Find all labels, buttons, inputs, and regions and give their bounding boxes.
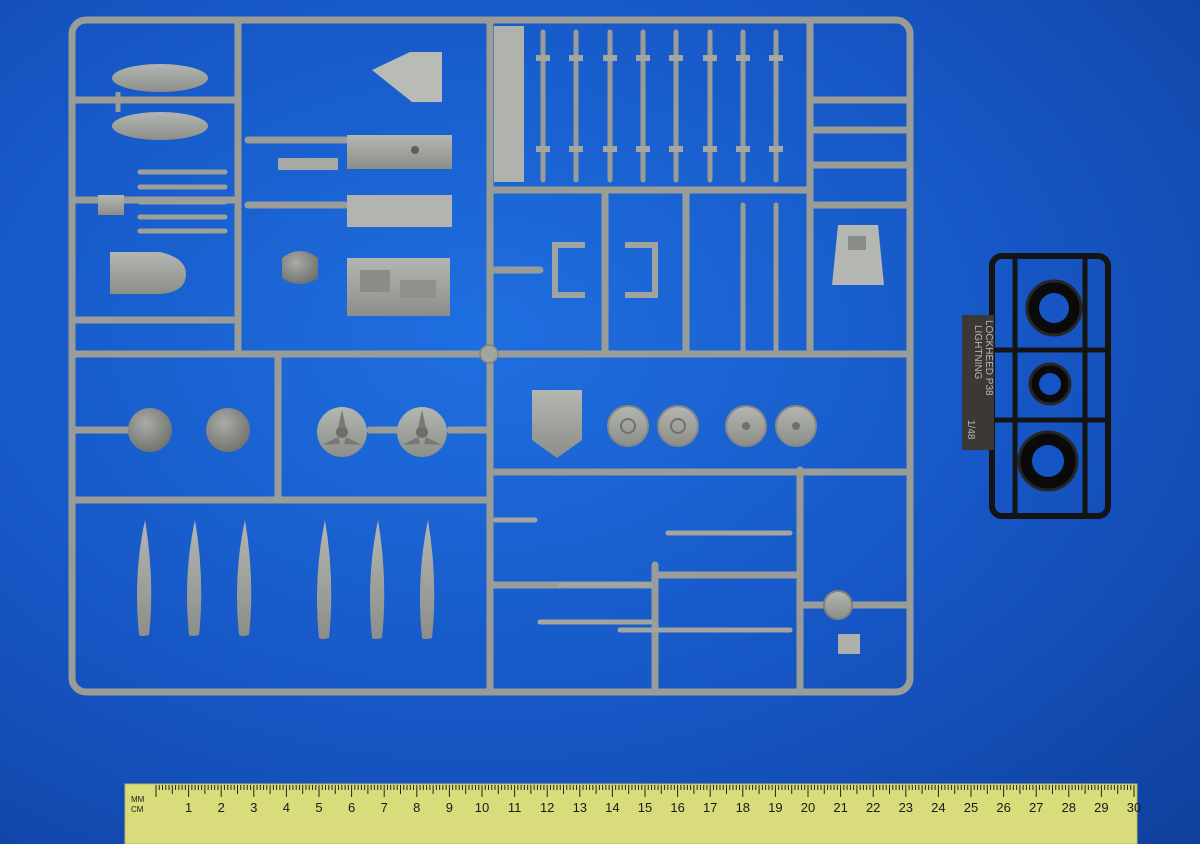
ruler-number: 17	[703, 800, 717, 815]
main-sprue	[68, 16, 914, 696]
propeller-hub-part	[317, 407, 367, 457]
tire-sprue-label-tab: LOCKHEED P38 LIGHTNING 1/48	[962, 315, 994, 450]
ruler-number: 7	[381, 800, 388, 815]
ruler-number: 29	[1094, 800, 1108, 815]
ruler-number: 2	[218, 800, 225, 815]
propeller-blade-parts	[137, 520, 435, 639]
sprue-name-tab	[494, 26, 524, 182]
ruler-number: 4	[283, 800, 290, 815]
ruler-number: 24	[931, 800, 945, 815]
propeller-spinner-part	[128, 408, 172, 452]
cockpit-floor-part	[347, 135, 452, 169]
ruler-number: 19	[768, 800, 782, 815]
propeller-spinner-part	[206, 408, 250, 452]
tire-sprue-scale: 1/48	[965, 420, 976, 440]
tire-sprue-label-line1: LOCKHEED P38	[983, 320, 994, 396]
ruler-number: 12	[540, 800, 554, 815]
pilot-seat-part	[110, 252, 186, 294]
ruler-number: 21	[833, 800, 847, 815]
drop-tank-part	[112, 112, 208, 140]
ruler-number: 27	[1029, 800, 1043, 815]
ruler-number: 1	[185, 800, 192, 815]
cockpit-bulkhead-part	[832, 225, 884, 285]
instrument-panel-part	[347, 195, 452, 227]
rod-parts-left	[137, 169, 228, 234]
control-yoke-part	[282, 251, 318, 284]
ruler-number: 9	[446, 800, 453, 815]
tire-sprue-label-line2: LIGHTNING	[972, 325, 983, 380]
small-block-part	[838, 634, 860, 654]
ruler-ticks	[155, 785, 1135, 797]
tire-sprue	[989, 253, 1111, 519]
barrel-fins	[536, 55, 783, 152]
ruler-number: 8	[413, 800, 420, 815]
ruler-number: 15	[638, 800, 652, 815]
ruler-body	[124, 783, 1138, 844]
ruler-number: 6	[348, 800, 355, 815]
ruler-number: 30	[1127, 800, 1141, 815]
ruler-number: 11	[508, 800, 522, 815]
ruler-number: 5	[315, 800, 322, 815]
ruler-number: 20	[801, 800, 815, 815]
nose-wheel-part	[823, 590, 853, 620]
ruler-number: 23	[899, 800, 913, 815]
drop-tanks	[112, 64, 208, 140]
ruler-number: 16	[670, 800, 684, 815]
wheel-well-part	[532, 390, 582, 458]
propeller-hub-part	[397, 407, 447, 457]
ruler-number: 18	[736, 800, 750, 815]
ruler-number: 13	[573, 800, 587, 815]
drop-tank-part	[112, 64, 208, 92]
ruler-number: 3	[250, 800, 257, 815]
landing-gear-strut-parts	[492, 517, 793, 633]
ruler-number: 22	[866, 800, 880, 815]
ruler-number: 10	[475, 800, 489, 815]
ruler-unit-cm: CM	[131, 805, 144, 814]
armor-plate-part	[372, 52, 442, 102]
sprue-gate-disc	[479, 344, 499, 364]
small-bracket-part	[98, 195, 124, 215]
ruler-number: 28	[1062, 800, 1076, 815]
ruler-unit-mm: MM	[131, 795, 145, 804]
main-wheel-parts	[607, 405, 817, 447]
ruler-number: 14	[605, 800, 619, 815]
ruler-number: 25	[964, 800, 978, 815]
ruler-number: 26	[996, 800, 1010, 815]
gear-bracket-parts	[552, 242, 658, 298]
